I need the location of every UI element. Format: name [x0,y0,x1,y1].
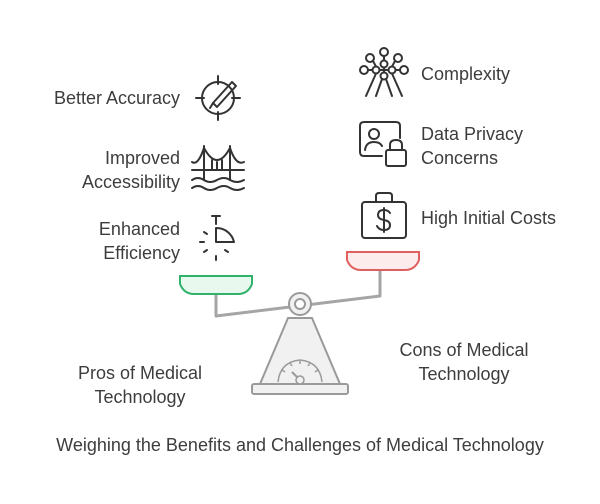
money-bag-icon [358,190,410,242]
scale-pivot [288,292,312,316]
bridge-icon [190,142,246,194]
con-label-privacy: Data Privacy Concerns [421,124,524,168]
scale-foot [251,383,349,395]
con-label-costs: High Initial Costs [421,208,557,228]
diagram-caption: Weighing the Benefits and Challenges of … [56,435,544,455]
pro-label-accuracy: Better Accuracy [53,88,180,108]
scale-beam [214,268,382,318]
pro-label-efficiency: Enhanced Efficiency [98,219,180,263]
cons-pan [346,251,420,271]
id-lock-icon [358,120,410,170]
cons-title: Cons of Medical Technology [399,340,529,384]
pros-title: Pros of Medical Technology [77,363,203,407]
scale-base [259,317,341,385]
pros-pan [179,275,253,295]
con-label-complexity: Complexity [421,64,511,84]
network-icon [358,46,410,98]
timer-icon [194,212,244,266]
target-icon [192,70,244,122]
pro-label-accessibility: Improved Accessibility [81,148,180,192]
